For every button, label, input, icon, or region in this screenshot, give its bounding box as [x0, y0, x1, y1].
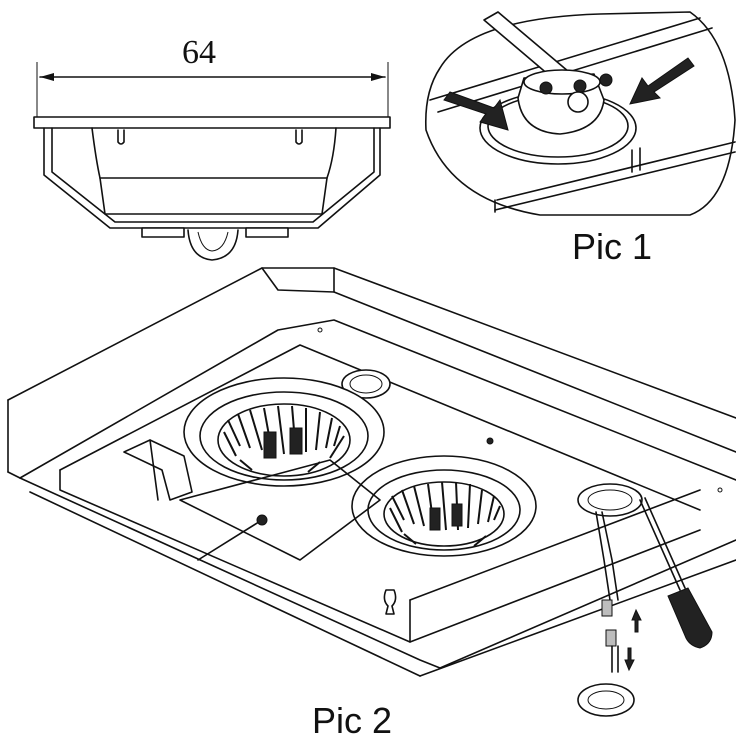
pic2-caption: Pic 2 — [312, 700, 393, 741]
light-cover-icon — [577, 483, 643, 517]
bulb-icon — [577, 683, 635, 717]
keyhole-icon — [383, 589, 397, 615]
dimension-arrow-right-icon — [371, 73, 385, 81]
arrow-right-icon — [629, 57, 695, 105]
dimension-label: 64 — [182, 34, 216, 71]
fan-right-icon — [351, 455, 537, 557]
arrow-left-icon — [443, 91, 509, 131]
arrow-up-icon — [631, 608, 642, 633]
pic1-detail-drawing — [424, 11, 736, 216]
screwdriver-handle-icon — [667, 587, 713, 649]
pic2-hood-drawing — [7, 267, 736, 717]
arrow-down-icon — [624, 647, 635, 672]
dimension-arrow-left-icon — [40, 73, 54, 81]
pic1-caption: Pic 1 — [572, 226, 653, 267]
fan-left-icon — [183, 377, 385, 487]
front-view-drawing — [33, 62, 391, 261]
